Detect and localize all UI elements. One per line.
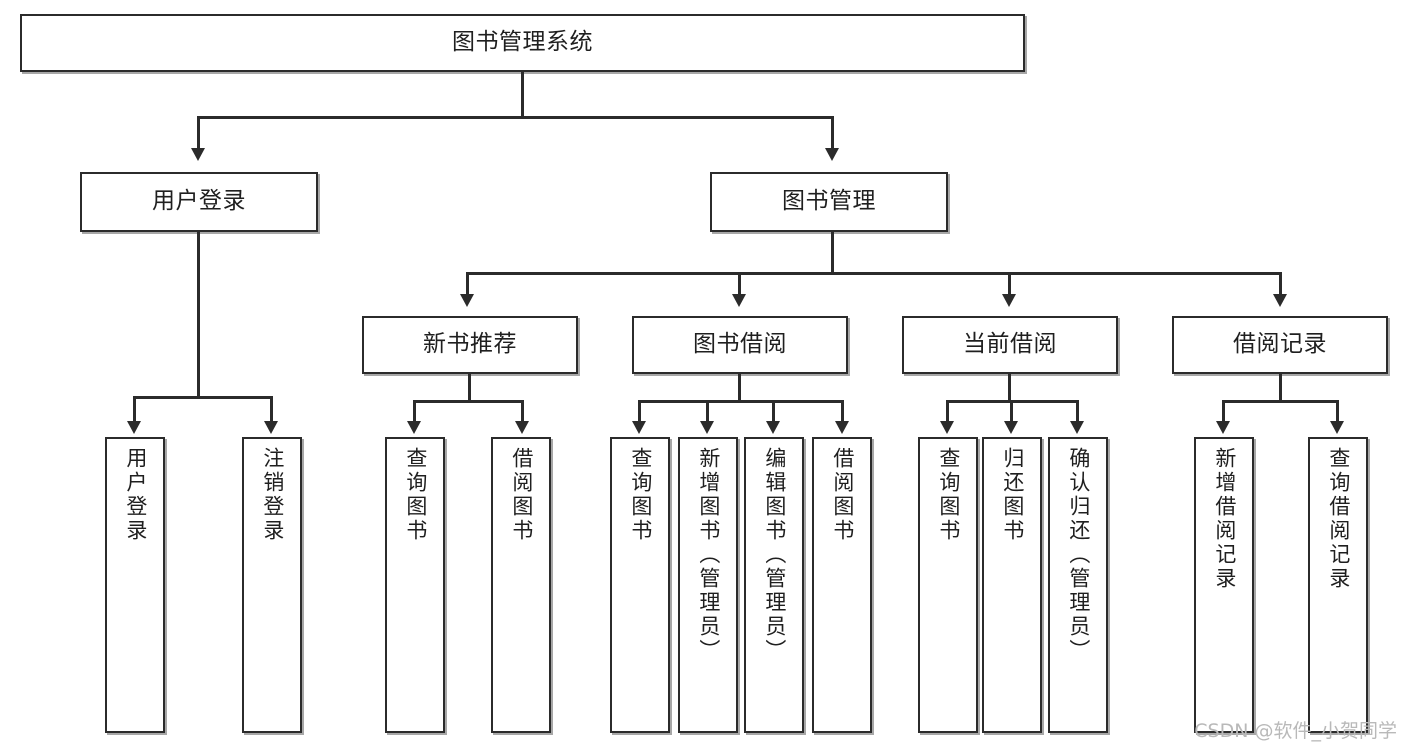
node-label: 查询图书 xyxy=(936,447,961,543)
node-label: 借阅记录 xyxy=(1233,331,1327,358)
connector-bm-to-new-book xyxy=(466,272,469,296)
connector-borrow-record-bus xyxy=(1222,400,1339,403)
node-label: 确认归还（管理员） xyxy=(1066,447,1091,663)
connector-new-book-stem xyxy=(468,374,471,402)
leaf-return-book[interactable]: 归还图书 xyxy=(982,437,1042,733)
arrowhead-bb-leaf-4 xyxy=(835,421,849,434)
connector-bm-to-current-borrow xyxy=(1008,272,1011,296)
connector-user-login-bus xyxy=(133,396,272,399)
leaf-logout[interactable]: 注销登录 xyxy=(242,437,302,733)
node-label: 借阅图书 xyxy=(509,447,534,543)
connector-root-to-user-login xyxy=(197,116,200,150)
arrowhead-borrow-record xyxy=(1273,294,1287,307)
arrowhead-current-borrow xyxy=(1002,294,1016,307)
leaf-confirm-return-admin[interactable]: 确认归还（管理员） xyxy=(1048,437,1108,733)
arrowhead-bb-leaf-2 xyxy=(700,421,714,434)
connector-root-to-book-management xyxy=(831,116,834,150)
connector-book-borrow-stem xyxy=(738,374,741,402)
node-label: 查询借阅记录 xyxy=(1326,447,1351,591)
connector-borrow-record-stem xyxy=(1279,374,1282,402)
connector-current-borrow-stem xyxy=(1008,374,1011,402)
arrowhead-bb-leaf-3 xyxy=(766,421,780,434)
node-label: 图书管理系统 xyxy=(452,29,593,56)
connector-user-login-to-leaf-2 xyxy=(270,396,273,423)
node-label: 查询图书 xyxy=(628,447,653,543)
connector-root-stem xyxy=(521,72,524,118)
arrowhead-book-management xyxy=(825,148,839,161)
connector-user-login-to-leaf-1 xyxy=(133,396,136,423)
connector-root-bus xyxy=(197,116,834,119)
arrowhead-book-borrow xyxy=(732,294,746,307)
node-label: 图书管理 xyxy=(782,188,876,215)
node-label: 图书借阅 xyxy=(693,331,787,358)
arrowhead-user-login xyxy=(191,148,205,161)
leaf-user-login[interactable]: 用户登录 xyxy=(105,437,165,733)
leaf-add-book-admin[interactable]: 新增图书（管理员） xyxy=(678,437,738,733)
node-label: 编辑图书（管理员） xyxy=(762,447,787,663)
connector-cb-to-leaf-2 xyxy=(1010,400,1013,423)
arrowhead-nb-leaf-2 xyxy=(515,421,529,434)
connector-book-borrow-bus xyxy=(638,400,844,403)
leaf-borrow-book[interactable]: 借阅图书 xyxy=(812,437,872,733)
node-root-book-management-system[interactable]: 图书管理系统 xyxy=(20,14,1025,72)
leaf-query-borrow-record[interactable]: 查询借阅记录 xyxy=(1308,437,1368,733)
node-current-borrow[interactable]: 当前借阅 xyxy=(902,316,1118,374)
connector-br-to-leaf-1 xyxy=(1222,400,1225,423)
connector-cb-to-leaf-1 xyxy=(946,400,949,423)
arrowhead-nb-leaf-1 xyxy=(407,421,421,434)
node-label: 用户登录 xyxy=(152,188,246,215)
connector-user-login-stem xyxy=(197,232,200,398)
node-label: 查询图书 xyxy=(403,447,428,543)
leaf-query-book-recommend[interactable]: 查询图书 xyxy=(385,437,445,733)
node-borrow-record[interactable]: 借阅记录 xyxy=(1172,316,1388,374)
node-label: 注销登录 xyxy=(260,447,285,543)
connector-bb-to-leaf-2 xyxy=(706,400,709,423)
arrowhead-bb-leaf-1 xyxy=(632,421,646,434)
connector-nb-to-leaf-2 xyxy=(521,400,524,423)
node-label: 当前借阅 xyxy=(963,331,1057,358)
arrowhead-new-book-recommend xyxy=(460,294,474,307)
arrowhead-cb-leaf-2 xyxy=(1004,421,1018,434)
arrowhead-cb-leaf-1 xyxy=(940,421,954,434)
node-label: 用户登录 xyxy=(123,447,148,543)
node-book-management[interactable]: 图书管理 xyxy=(710,172,948,232)
leaf-query-book-current[interactable]: 查询图书 xyxy=(918,437,978,733)
arrowhead-leaf-user-login xyxy=(127,421,141,434)
node-label: 新增借阅记录 xyxy=(1212,447,1237,591)
arrowhead-cb-leaf-3 xyxy=(1070,421,1084,434)
arrowhead-br-leaf-1 xyxy=(1216,421,1230,434)
arrowhead-br-leaf-2 xyxy=(1330,421,1344,434)
leaf-query-book-borrow[interactable]: 查询图书 xyxy=(610,437,670,733)
connector-bm-to-book-borrow xyxy=(738,272,741,296)
connector-bb-to-leaf-1 xyxy=(638,400,641,423)
node-label: 借阅图书 xyxy=(830,447,855,543)
node-user-login[interactable]: 用户登录 xyxy=(80,172,318,232)
node-new-book-recommend[interactable]: 新书推荐 xyxy=(362,316,578,374)
connector-br-to-leaf-2 xyxy=(1336,400,1339,423)
connector-new-book-bus xyxy=(413,400,523,403)
node-label: 新书推荐 xyxy=(423,331,517,358)
connector-nb-to-leaf-1 xyxy=(413,400,416,423)
connector-bb-to-leaf-4 xyxy=(841,400,844,423)
leaf-edit-book-admin[interactable]: 编辑图书（管理员） xyxy=(744,437,804,733)
connector-bb-to-leaf-3 xyxy=(772,400,775,423)
connector-cb-to-leaf-3 xyxy=(1076,400,1079,423)
node-book-borrow[interactable]: 图书借阅 xyxy=(632,316,848,374)
connector-book-management-stem xyxy=(831,232,834,274)
arrowhead-leaf-logout xyxy=(264,421,278,434)
leaf-borrow-book-recommend[interactable]: 借阅图书 xyxy=(491,437,551,733)
connector-bm-to-borrow-record xyxy=(1279,272,1282,296)
node-label: 新增图书（管理员） xyxy=(696,447,721,663)
connector-book-management-bus xyxy=(466,272,1282,275)
leaf-add-borrow-record[interactable]: 新增借阅记录 xyxy=(1194,437,1254,733)
node-label: 归还图书 xyxy=(1000,447,1025,543)
